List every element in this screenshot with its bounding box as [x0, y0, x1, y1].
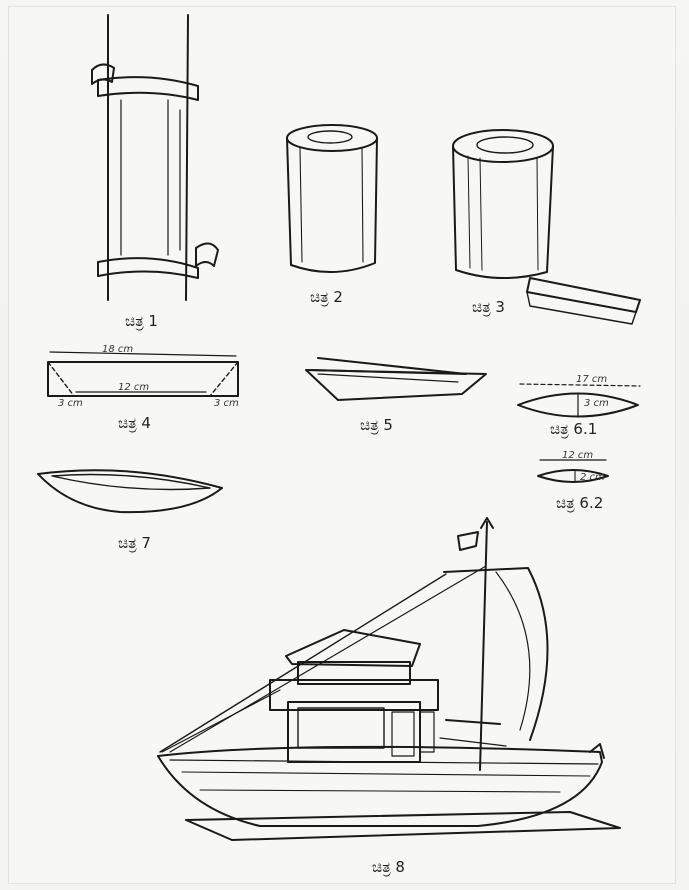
fig8-caption: ಚಿತ್ರ 8 — [372, 858, 405, 876]
fig4-caption: ಚಿತ್ರ 4 — [118, 414, 151, 432]
fig61-length-label: 17 cm — [576, 374, 608, 385]
fig61-leaf-drawing — [517, 383, 641, 418]
fig8-ship-drawing — [157, 517, 621, 841]
fig61-height-label: 3 cm — [584, 398, 609, 409]
fig1-bamboo-drawing — [91, 14, 219, 301]
fig4-inner-label: 12 cm — [118, 382, 150, 393]
fig4-strip-drawing — [47, 351, 239, 397]
fig5-caption: ಚಿತ್ರ 5 — [360, 416, 393, 434]
fig4-right-label: 3 cm — [214, 398, 239, 409]
paper-sheet — [8, 6, 676, 884]
fig62-leaf-drawing — [537, 459, 609, 483]
fig1-caption: ಚಿತ್ರ 1 — [125, 312, 158, 330]
fig3-cut-tube-drawing — [452, 129, 641, 325]
fig62-height-label: 2 cm — [580, 472, 605, 483]
fig2-tube-drawing — [286, 124, 378, 273]
fig2-caption: ಚಿತ್ರ 2 — [310, 288, 343, 306]
fig4-length-label: 18 cm — [102, 344, 134, 355]
fig62-length-label: 12 cm — [562, 450, 594, 461]
fig62-caption: ಚಿತ್ರ 6.2 — [556, 494, 604, 512]
fig7-caption: ಚಿತ್ರ 7 — [118, 534, 151, 552]
fig61-caption: ಚಿತ್ರ 6.1 — [550, 420, 598, 438]
fig7-bowl-boat-drawing — [37, 469, 223, 514]
fig5-hull-drawing — [305, 357, 487, 401]
fig3-caption: ಚಿತ್ರ 3 — [472, 298, 505, 316]
fig4-left-label: 3 cm — [58, 398, 83, 409]
